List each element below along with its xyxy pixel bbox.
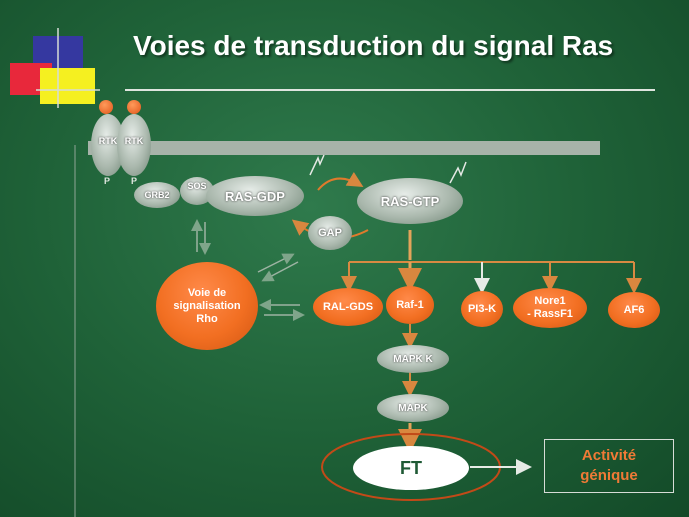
mapkk-label: MAPK K <box>393 353 433 365</box>
raf1-node: Raf-1 <box>386 286 434 324</box>
membrane <box>88 141 600 155</box>
gap-node: GAP <box>308 216 352 250</box>
gene-activity-box: Activité génique <box>544 439 674 493</box>
gap-label: GAP <box>318 227 342 239</box>
mapk-node: MAPK <box>377 394 449 422</box>
sos-label: SOS <box>187 181 207 191</box>
mapk-label: MAPK <box>398 402 428 414</box>
nore1-label-line-1: Nore1 <box>534 295 566 307</box>
mapkk-node: MAPK K <box>377 345 449 373</box>
rho-pathway-node: Voie de signalisation Rho <box>156 262 258 350</box>
ras-gdp-label: RAS-GDP <box>225 188 285 204</box>
rho-label-line-1: Voie de <box>187 286 227 299</box>
nore1-node: Nore1 - RassF1 <box>513 288 587 328</box>
phosphate-label-1: P <box>104 176 111 186</box>
grb2-label: GRB2 <box>144 190 170 200</box>
ras-gtp-anchor <box>449 161 467 184</box>
af6-label: AF6 <box>623 304 645 316</box>
rho-label-line-2: signalisation <box>173 299 241 312</box>
grb2-node: GRB2 <box>134 182 180 208</box>
rtk-2-label: RTK <box>124 136 144 146</box>
pi3k-node: PI3-K <box>461 291 503 327</box>
activity-label-line-1: Activité <box>581 447 637 464</box>
phosphate-label-2: P <box>131 176 138 186</box>
activity-label-line-2: génique <box>580 467 638 484</box>
gdp-to-gtp-arrow <box>317 171 364 191</box>
raf1-label: Raf-1 <box>396 299 424 311</box>
rho-ras-diag-arrow-1 <box>257 253 295 273</box>
pi3k-label: PI3-K <box>467 303 497 315</box>
rtk-1-label: RTK <box>98 136 118 146</box>
page-title: Voies de transduction du signal Ras <box>133 30 614 61</box>
rho-ras-diag-arrow-2 <box>261 261 299 282</box>
rtk-ligand-1 <box>99 100 113 114</box>
rtk-ligand-2 <box>127 100 141 114</box>
rtk-receptor-2: RTK <box>117 114 151 176</box>
nore1-label-line-2: - RassF1 <box>527 308 573 320</box>
ras-gdp-node: RAS-GDP <box>206 176 304 216</box>
af6-node: AF6 <box>608 292 660 328</box>
ras-gtp-label: RAS-GTP <box>380 193 440 209</box>
ras-gdp-anchor <box>309 154 325 176</box>
ft-label: FT <box>400 457 422 478</box>
rho-label-line-3: Rho <box>196 312 218 325</box>
ral-gds-node: RAL-GDS <box>313 288 383 326</box>
ral-gds-label: RAL-GDS <box>322 301 374 313</box>
ras-gtp-node: RAS-GTP <box>357 178 463 224</box>
ft-node: FT <box>353 446 469 490</box>
deco-yellow-square <box>40 68 95 104</box>
